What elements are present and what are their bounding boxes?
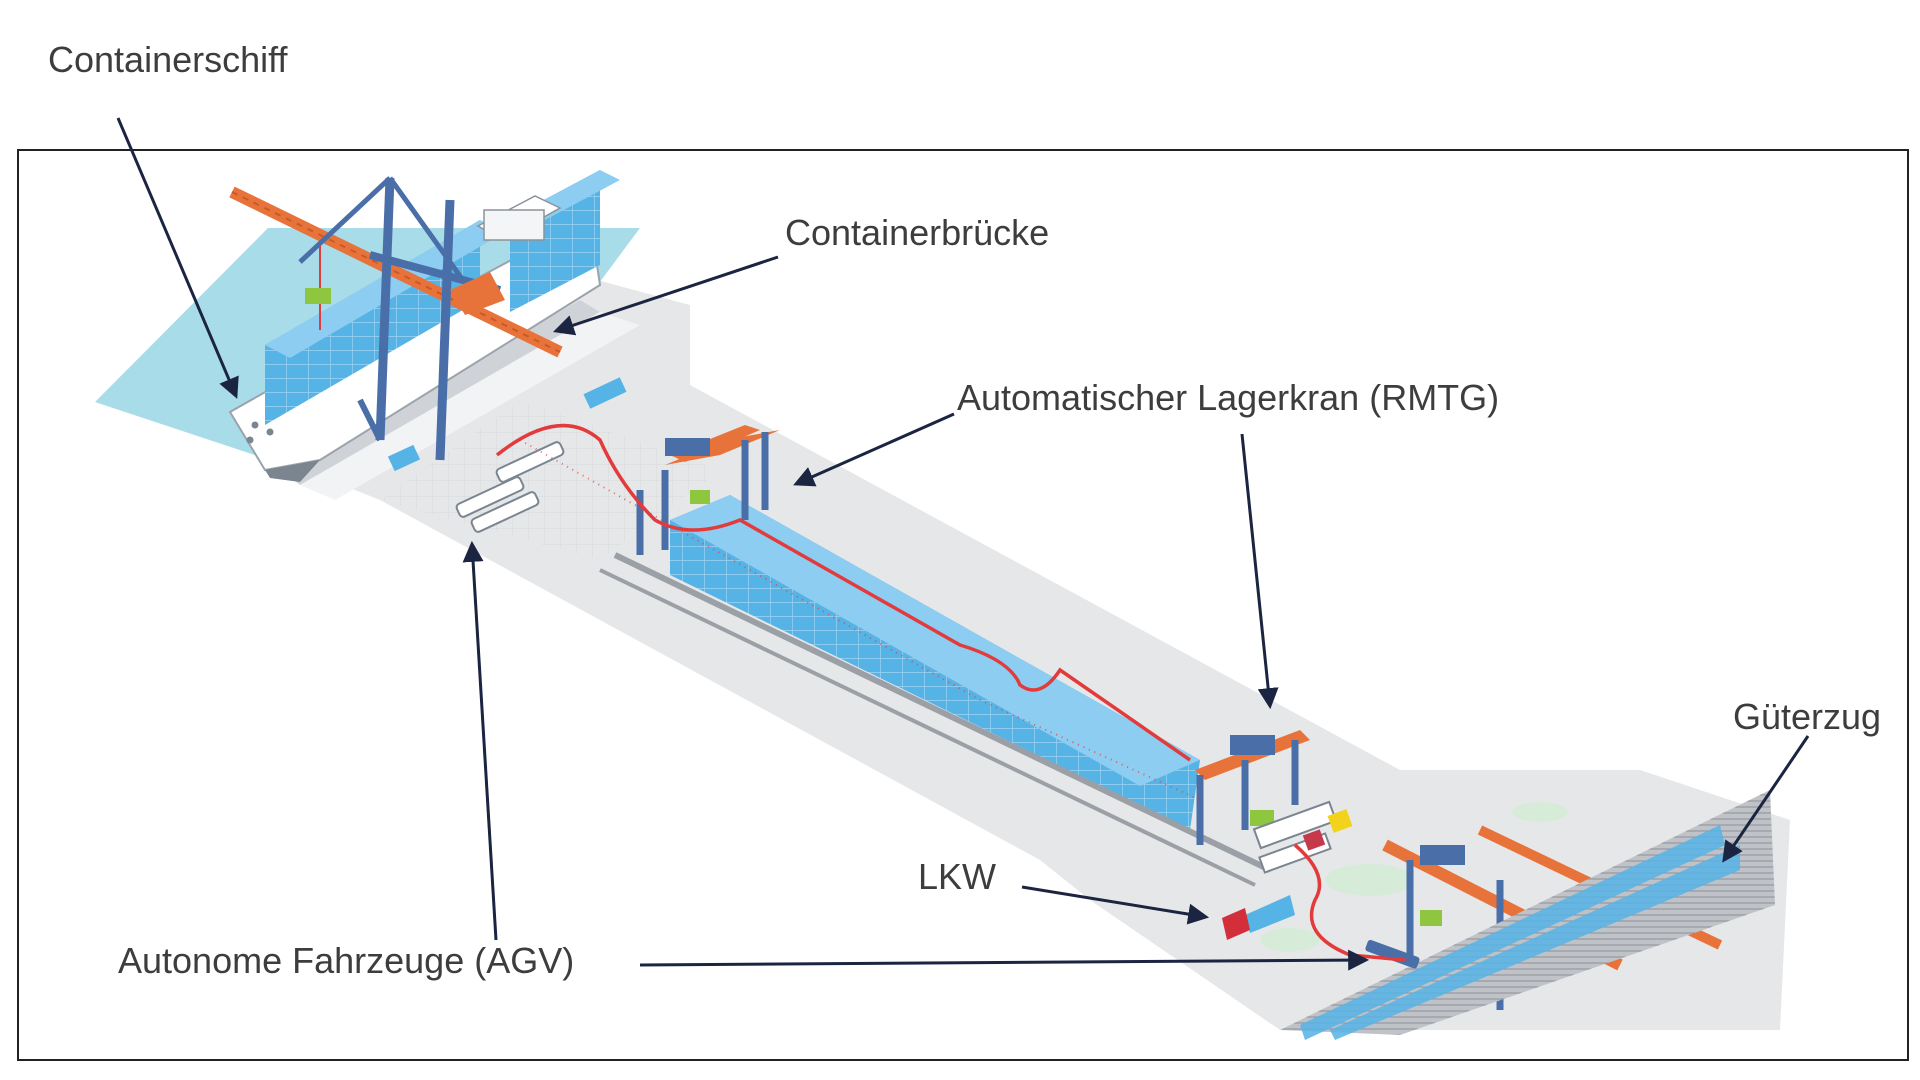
rail-mounted-gantry-1 [636,425,780,555]
arrow-containerschiff [116,117,239,399]
agv-route [495,423,1406,962]
arrow-lagerkran-2 [1240,433,1279,710]
callout-arrows [116,117,1810,971]
arrow-agv-1 [462,540,498,941]
label-lkw: LKW [918,856,996,897]
frame-border [17,149,1909,1061]
container-yard-stack [599,495,1272,887]
arrow-gueterzug [1722,735,1810,863]
label-gueterzug: Güterzug [1733,696,1881,737]
label-lagerkran: Automatischer Lagerkran (RMTG) [957,377,1499,418]
arrow-containerbruecke [553,255,779,336]
label-agv: Autonome Fahrzeuge (AGV) [118,940,574,981]
label-containerbruecke: Containerbrücke [785,212,1049,253]
arrow-lkw [1021,885,1210,925]
agv-group-quay [387,377,627,533]
agv-near-rail [1365,939,1420,969]
quay-area [330,270,1790,1030]
callout-labels: Containerschiff Containerbrücke Automati… [48,39,1881,981]
label-containerschiff: Containerschiff [48,39,288,80]
arrow-agv-2 [639,949,1370,971]
freight-train-tracks [1280,790,1775,1040]
arrow-lagerkran-1 [793,412,955,487]
rail-mounted-gantry-2 [1195,730,1310,845]
trucks [1252,800,1353,874]
truck-lkw [1222,895,1295,940]
agv-grid-area [380,400,720,560]
ship-to-shore-crane [229,176,563,461]
